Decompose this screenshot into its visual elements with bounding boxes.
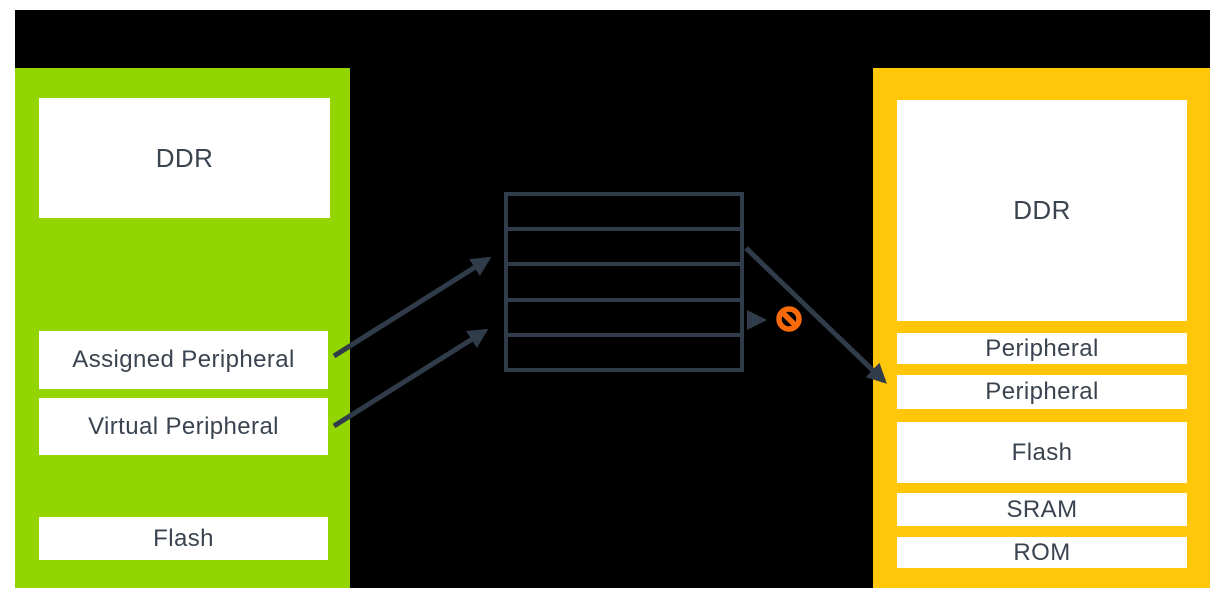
host-block-peripheral-1: Peripheral: [897, 333, 1187, 364]
host-block-peripheral-2-label: Peripheral: [985, 378, 1099, 405]
host-block-sram-label: SRAM: [1006, 495, 1078, 523]
host-block-flash: Flash: [897, 422, 1187, 483]
guest-block-flash: Flash: [39, 517, 328, 560]
guest-block-ddr: DDR: [39, 98, 330, 218]
guest-block-virtual-peripheral: Virtual Peripheral: [39, 398, 328, 455]
host-block-peripheral-1-label: Peripheral: [985, 334, 1099, 362]
host-block-rom-label: ROM: [1013, 538, 1071, 566]
page-table-row: [508, 231, 740, 267]
page-table-row: [508, 266, 740, 302]
page-table-row: [508, 302, 740, 337]
host-block-peripheral-2: Peripheral: [897, 375, 1187, 409]
host-block-flash-label: Flash: [1011, 438, 1073, 466]
host-block-rom: ROM: [897, 537, 1187, 568]
guest-block-flash-label: Flash: [153, 524, 214, 552]
guest-block-ddr-label: DDR: [155, 142, 214, 173]
host-block-ddr: DDR: [897, 100, 1187, 321]
page-table-row: [508, 337, 740, 368]
guest-block-assigned-peripheral-label: Assigned Peripheral: [72, 346, 295, 373]
guest-block-assigned-peripheral: Assigned Peripheral: [39, 331, 328, 389]
guest-block-virtual-peripheral-label: Virtual Peripheral: [88, 412, 279, 440]
host-block-sram: SRAM: [897, 493, 1187, 526]
page-table-row: [508, 196, 740, 232]
host-block-ddr-label: DDR: [1013, 195, 1071, 225]
page-table: [504, 192, 744, 372]
